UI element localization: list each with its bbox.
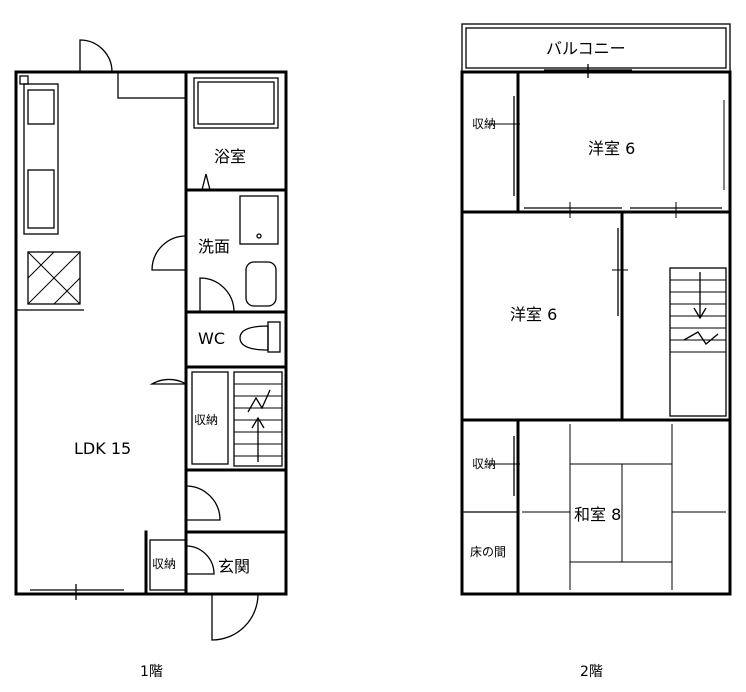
room-ldk: LDK 15 [74, 439, 131, 458]
room-tatami: 和室 8 [574, 505, 621, 524]
room-washroom: 洗面 [198, 237, 230, 256]
kitchen-counter [23, 83, 59, 235]
room-entry-storage: 収納 [152, 557, 176, 571]
floor-1-caption: 1階 [140, 664, 163, 680]
staircase-1f [233, 371, 283, 467]
room-wc: WC [198, 329, 225, 348]
front-door [211, 593, 259, 641]
room-storage-top: 収納 [472, 117, 496, 131]
floor-2-outer-wall [460, 70, 732, 596]
entry-door-top [79, 39, 113, 73]
room-bath: 浴室 [214, 147, 246, 166]
room-tokonoma: 床の間 [470, 545, 506, 559]
room-entrance: 玄関 [218, 557, 250, 576]
room-balcony: バルコニー [546, 39, 626, 58]
toilet [267, 321, 281, 353]
tatami-mats [522, 424, 726, 590]
room-western-top: 洋室 6 [588, 139, 635, 158]
staircase-2f [669, 267, 727, 417]
floor-2-caption: 2階 [580, 664, 603, 680]
bathtub [193, 77, 279, 129]
room-western-mid: 洋室 6 [510, 305, 557, 324]
room-storage-bottom: 収納 [472, 457, 496, 471]
room-storage-1f: 収納 [194, 413, 218, 427]
floor-1-plan: 浴室 洗面 WC 収納 LDK 15 [14, 39, 288, 680]
floor-2-plan: バルコニー 収納 洋室 6 洋室 6 [460, 23, 732, 680]
